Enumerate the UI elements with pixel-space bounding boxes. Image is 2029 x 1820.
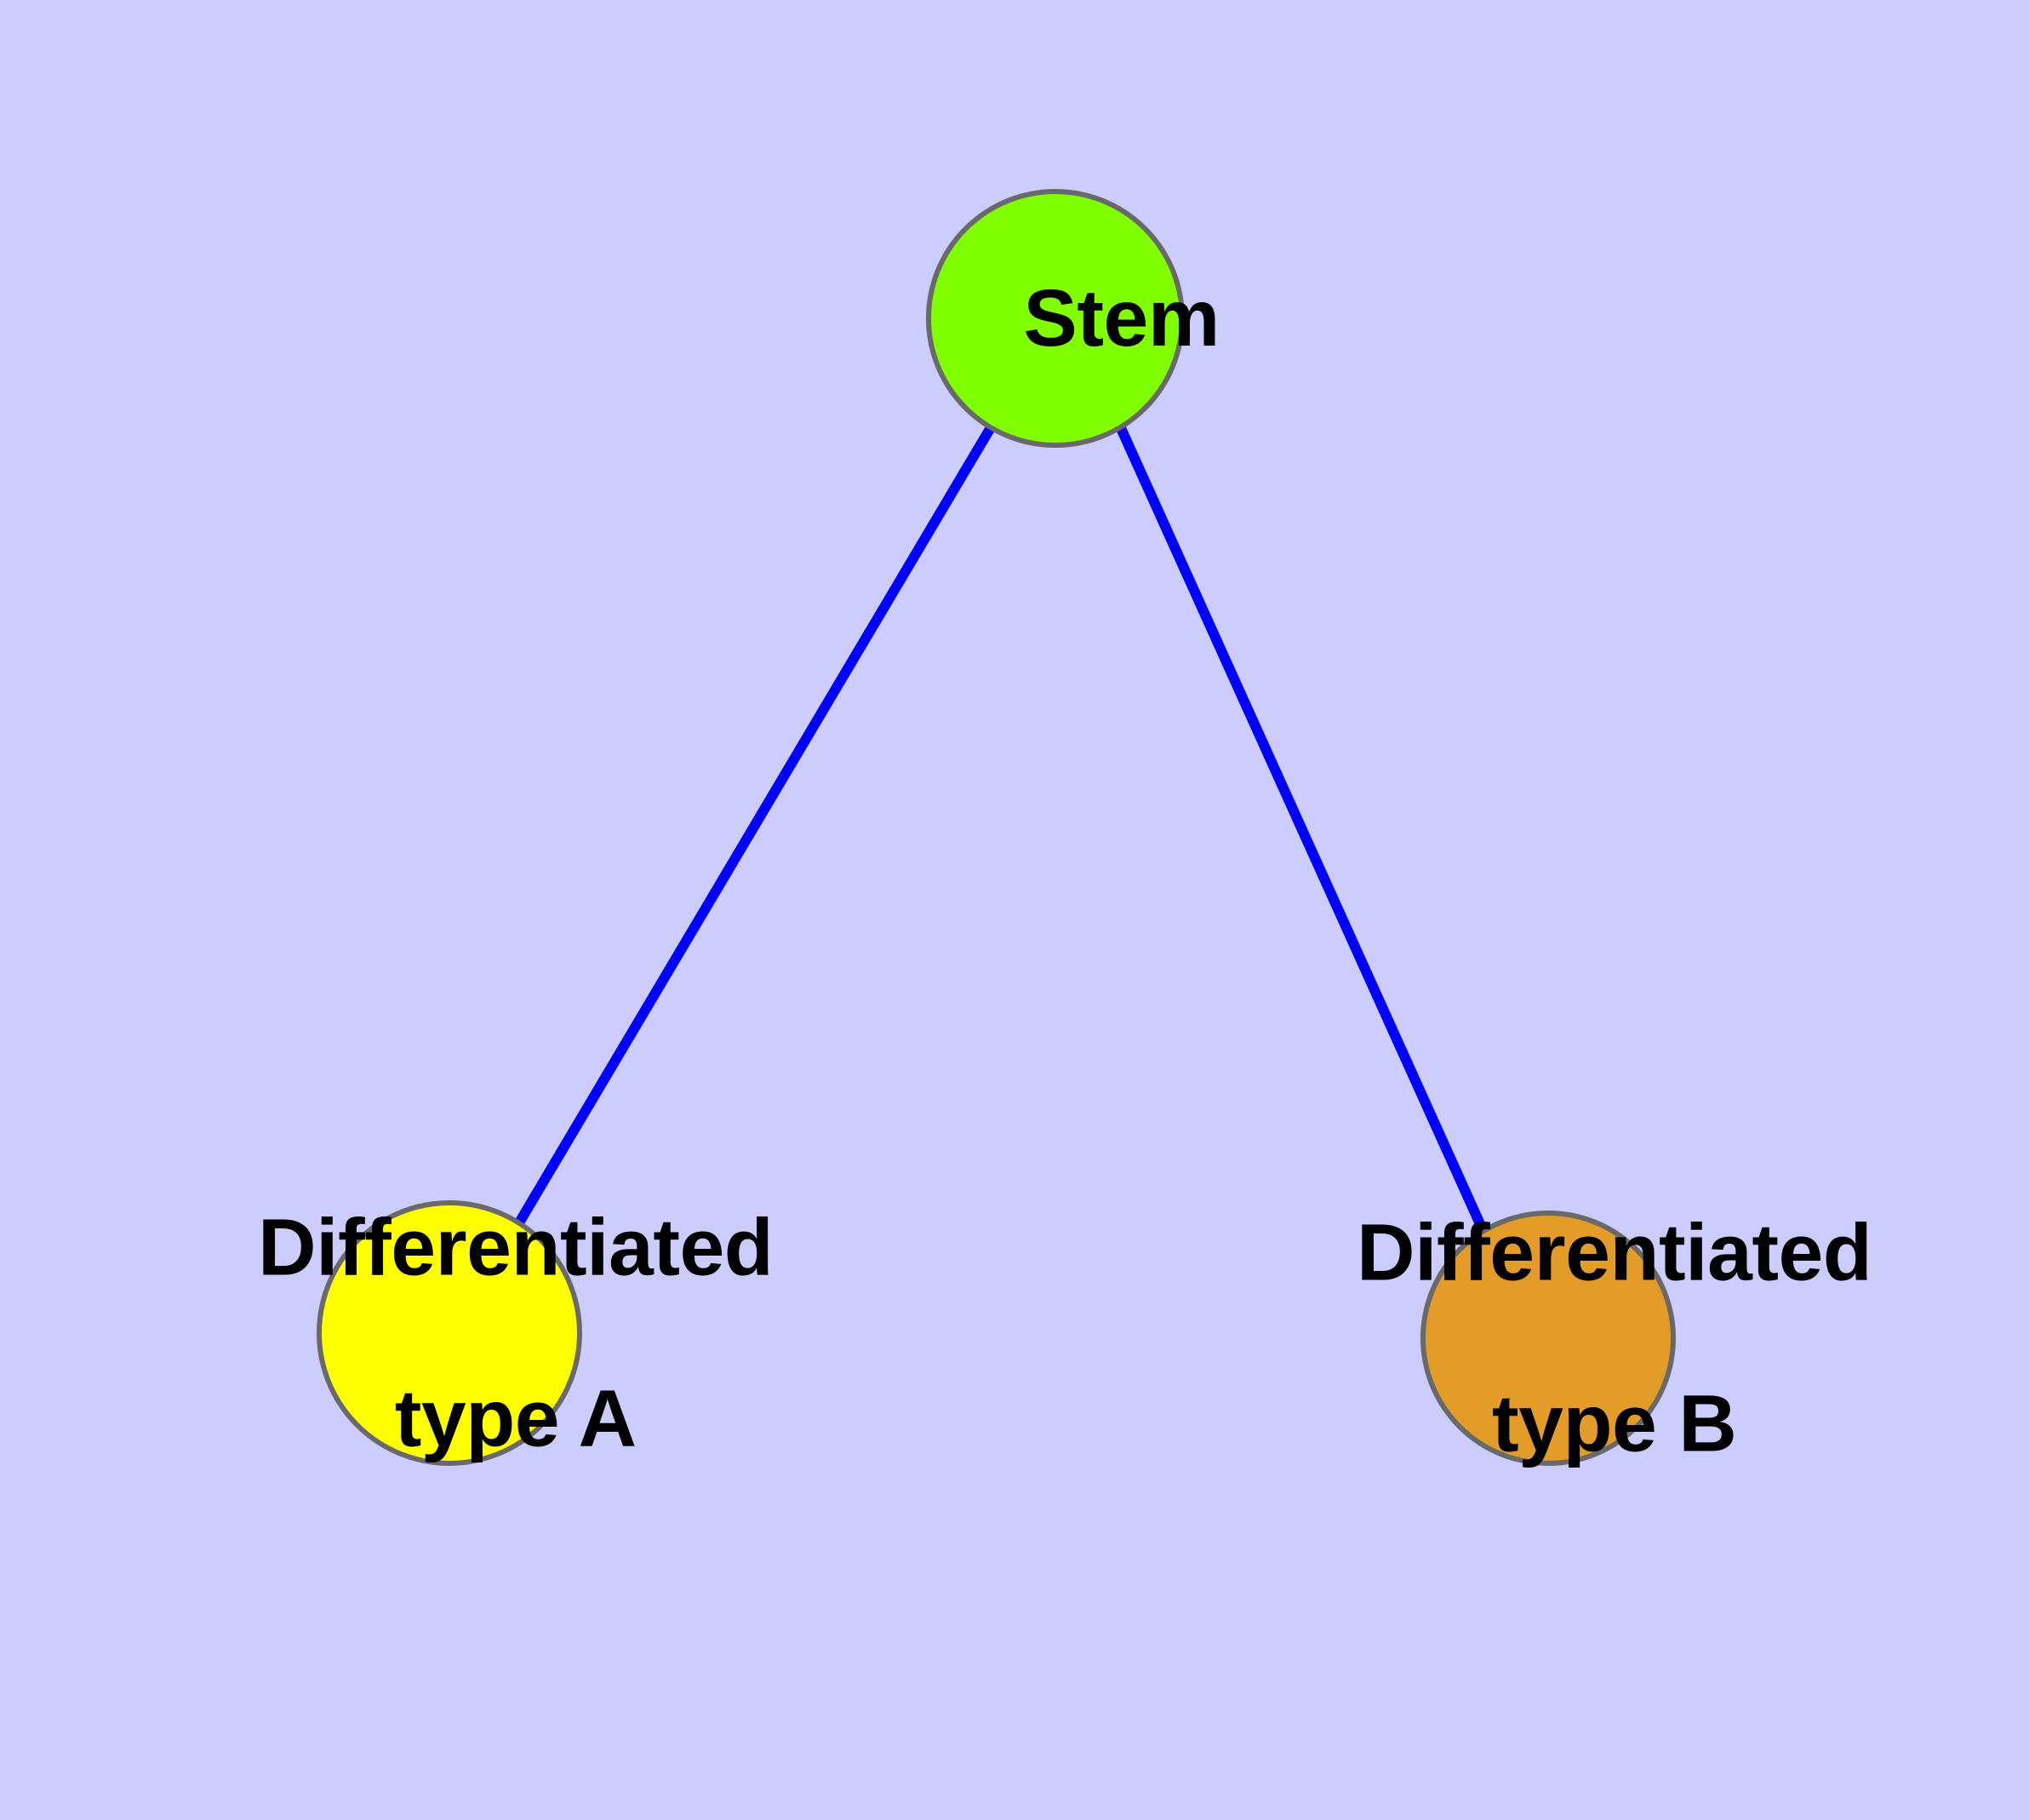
- node-stem[interactable]: Stem: [926, 189, 1220, 448]
- node-differentiated-type-b[interactable]: Differentiated type B: [1357, 1210, 1872, 1467]
- edge-stem-to-differentiated-type-a: [513, 426, 995, 1228]
- edge-stem-to-differentiated-type-b: [1116, 426, 1486, 1228]
- node-differentiated-type-a-circle[interactable]: [317, 1200, 582, 1466]
- node-differentiated-type-a[interactable]: Differentiated type A: [258, 1200, 774, 1466]
- node-differentiated-type-b-circle[interactable]: [1420, 1210, 1676, 1466]
- node-stem-circle[interactable]: [926, 189, 1185, 448]
